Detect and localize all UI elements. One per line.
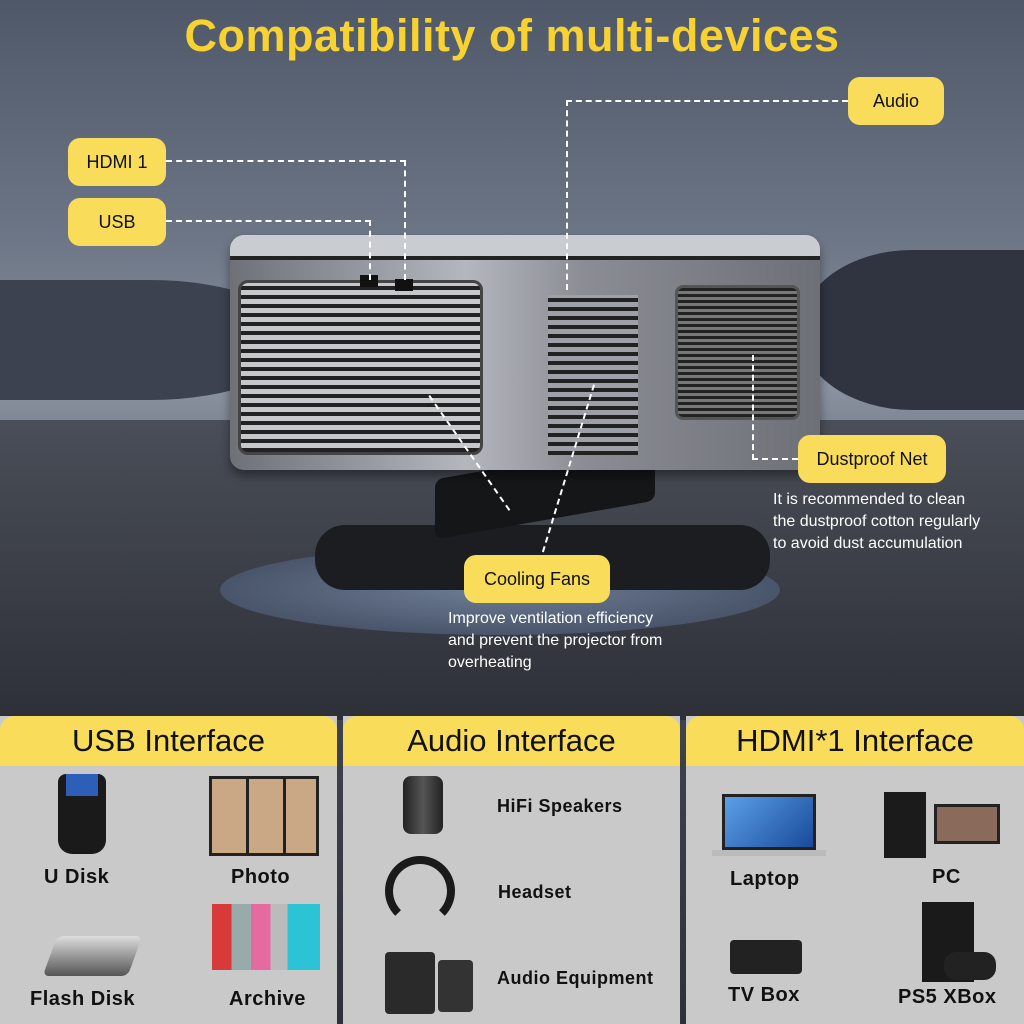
usb-port bbox=[360, 275, 378, 287]
cooling-description: Improve ventilation efficiency and preve… bbox=[448, 608, 662, 674]
archive-icon bbox=[212, 904, 320, 970]
u-disk-icon bbox=[58, 774, 106, 854]
hdmi-port bbox=[395, 279, 413, 291]
hdmi-leader-line bbox=[166, 160, 406, 280]
dune-right bbox=[800, 250, 1024, 410]
desc-line: the dustproof cotton regularly bbox=[773, 513, 981, 530]
projector-body bbox=[230, 235, 820, 470]
desc-line: It is recommended to clean bbox=[773, 491, 966, 508]
dustproof-leader-line bbox=[752, 355, 798, 460]
monitor-icon bbox=[934, 804, 1000, 844]
flash-disk-icon bbox=[42, 936, 143, 976]
item-label: Flash Disk bbox=[30, 988, 136, 1010]
audio-equipment-icon bbox=[438, 960, 473, 1012]
side-vent bbox=[548, 295, 638, 455]
desc-line: to avoid dust accumulation bbox=[773, 535, 963, 552]
tv-box-icon bbox=[730, 940, 802, 974]
item-label: TV Box bbox=[728, 984, 800, 1006]
speaker-icon bbox=[403, 776, 443, 834]
projector-top bbox=[230, 235, 820, 260]
laptop-icon bbox=[722, 794, 816, 850]
audio-equipment-icon bbox=[385, 952, 435, 1014]
page-title: Compatibility of multi-devices bbox=[184, 10, 840, 61]
dustproof-callout: Dustproof Net bbox=[798, 435, 946, 483]
dustproof-description: It is recommended to clean the dustproof… bbox=[773, 489, 980, 555]
panel-header: Audio Interface bbox=[343, 716, 680, 766]
hdmi-interface-panel: HDMI*1 Interface Laptop PC TV Box PS5 XB… bbox=[686, 716, 1024, 1024]
hdmi-callout: HDMI 1 bbox=[68, 138, 166, 186]
audio-interface-panel: Audio Interface HiFi Speakers Headset Au… bbox=[343, 716, 680, 1024]
item-label: Laptop bbox=[730, 868, 800, 890]
item-label: Archive bbox=[229, 988, 306, 1010]
front-vent bbox=[238, 280, 483, 455]
item-label: U Disk bbox=[44, 866, 110, 888]
desc-line: and prevent the projector from bbox=[448, 632, 663, 649]
usb-callout: USB bbox=[68, 198, 166, 246]
usb-interface-panel: USB Interface U Disk Photo Flash Disk Ar… bbox=[0, 716, 337, 1024]
laptop-base bbox=[712, 850, 826, 856]
item-label: Audio Equipment bbox=[497, 968, 654, 988]
photo-icon bbox=[209, 776, 319, 856]
item-label: Photo bbox=[231, 866, 291, 888]
headset-icon bbox=[385, 856, 455, 926]
item-label: HiFi Speakers bbox=[497, 796, 623, 816]
panel-header: USB Interface bbox=[0, 716, 337, 766]
cooling-callout: Cooling Fans bbox=[464, 555, 610, 603]
audio-leader-line bbox=[566, 100, 848, 290]
item-label: Headset bbox=[498, 882, 572, 902]
pc-icon bbox=[884, 792, 926, 858]
item-label: PS5 XBox bbox=[898, 986, 997, 1008]
usb-leader-line bbox=[166, 220, 371, 280]
desc-line: overheating bbox=[448, 654, 532, 671]
panel-header: HDMI*1 Interface bbox=[686, 716, 1024, 766]
controller-icon bbox=[944, 952, 996, 980]
audio-callout: Audio bbox=[848, 77, 944, 125]
desc-line: Improve ventilation efficiency bbox=[448, 610, 654, 627]
item-label: PC bbox=[932, 866, 961, 888]
dustproof-net bbox=[675, 285, 800, 420]
